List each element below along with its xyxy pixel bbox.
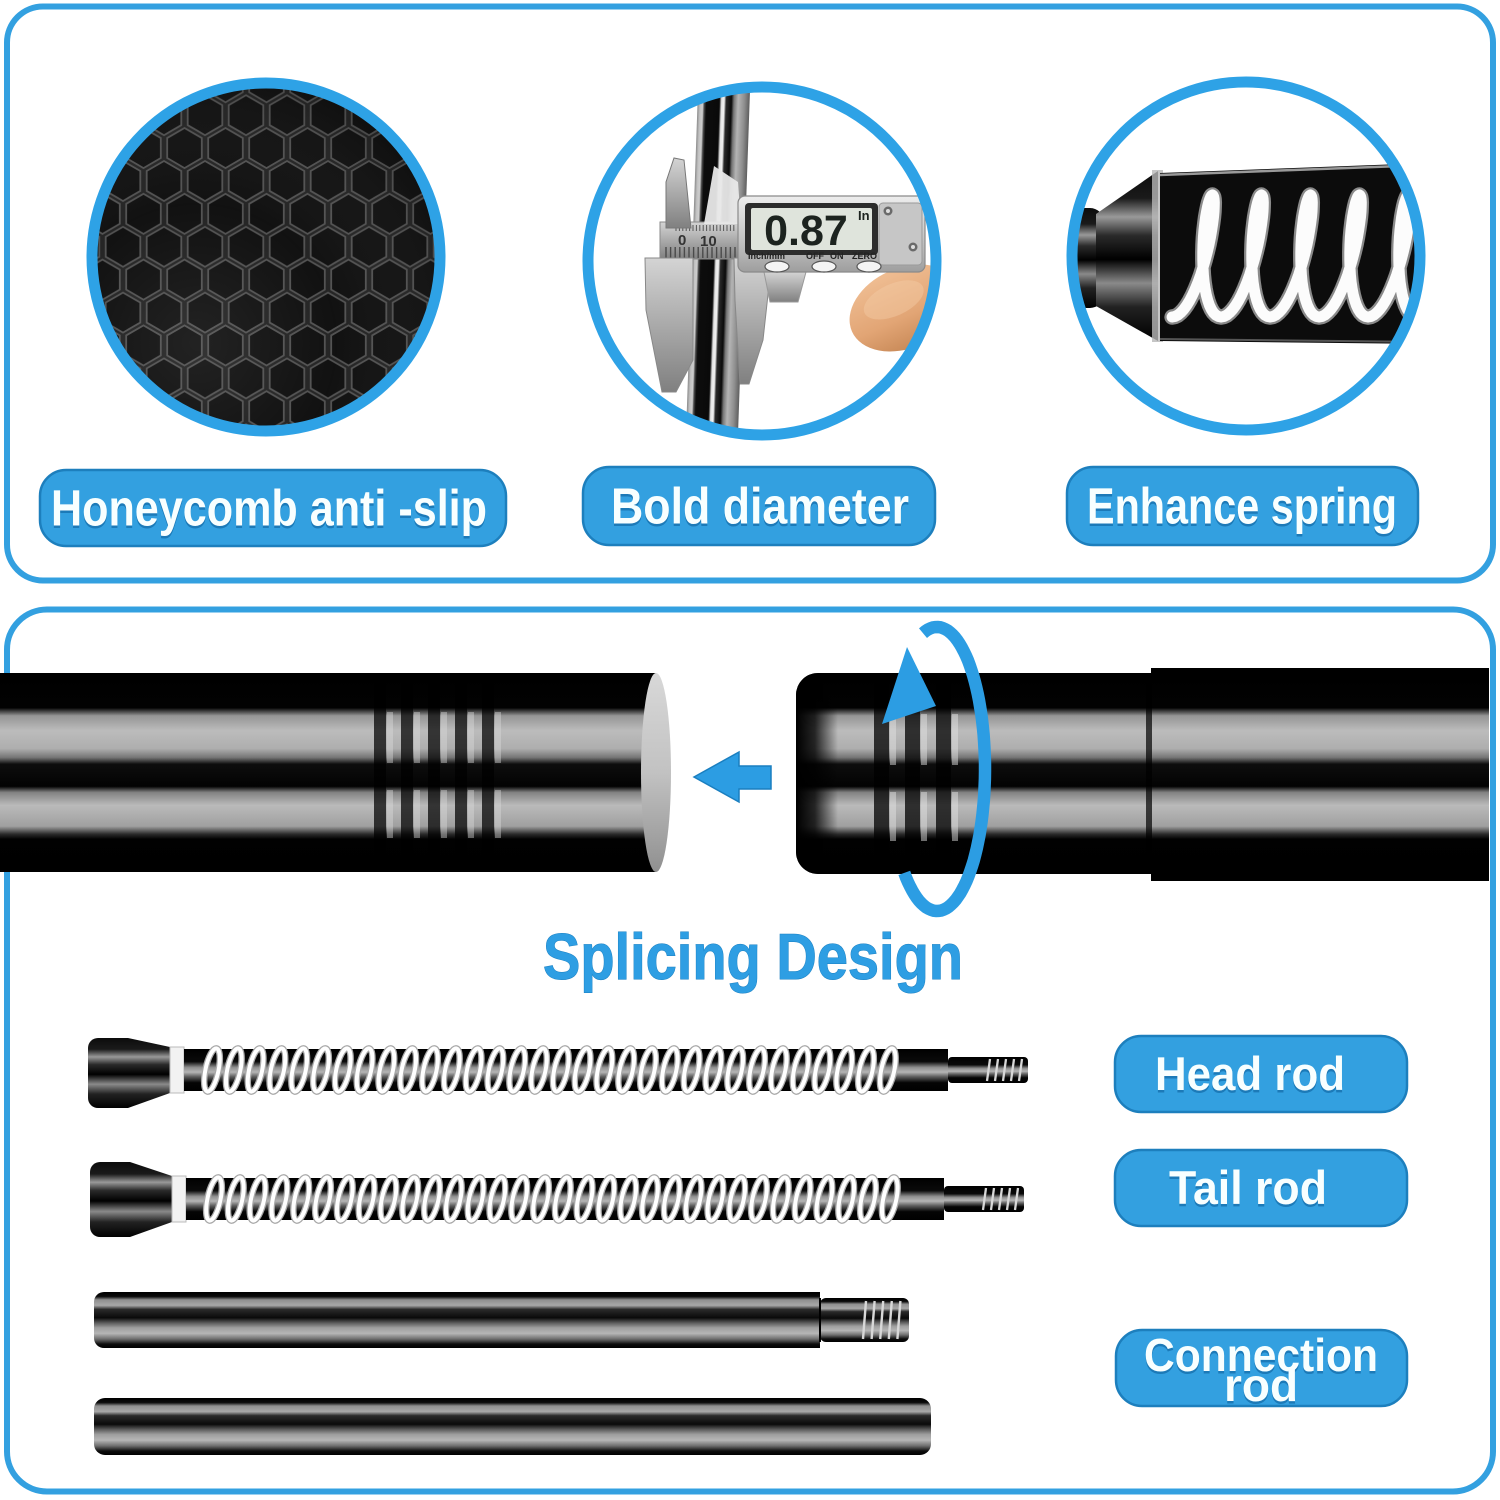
svg-text:Bold diameter: Bold diameter [611,477,909,534]
svg-text:Tail rod: Tail rod [1169,1163,1327,1216]
svg-text:10: 10 [700,233,717,250]
svg-text:0: 0 [678,232,686,249]
svg-text:Honeycomb anti -slip: Honeycomb anti -slip [51,479,487,536]
svg-text:Splicing Design: Splicing Design [543,920,963,993]
svg-text:Head rod: Head rod [1155,1047,1345,1100]
svg-text:Honeycomb anti -slip: Honeycomb anti -slip [51,482,487,539]
svg-text:OFF: OFF [806,251,824,261]
svg-text:Head rod: Head rod [1155,1049,1345,1102]
svg-text:Connection: Connection [1144,1332,1378,1384]
svg-text:Enhance spring: Enhance spring [1087,477,1397,534]
svg-text:Enhance spring: Enhance spring [1087,480,1397,537]
svg-text:ZERO: ZERO [852,251,877,261]
svg-text:rod: rod [1224,1359,1298,1411]
svg-text:ON: ON [830,251,844,261]
svg-text:In: In [858,208,870,223]
svg-text:Connection: Connection [1144,1329,1378,1381]
svg-text:Bold diameter: Bold diameter [611,480,909,537]
svg-text:rod: rod [1224,1362,1298,1414]
svg-text:Inch/mm: Inch/mm [748,251,785,261]
svg-text:Tail rod: Tail rod [1169,1161,1327,1214]
svg-text:0.87: 0.87 [764,207,848,255]
